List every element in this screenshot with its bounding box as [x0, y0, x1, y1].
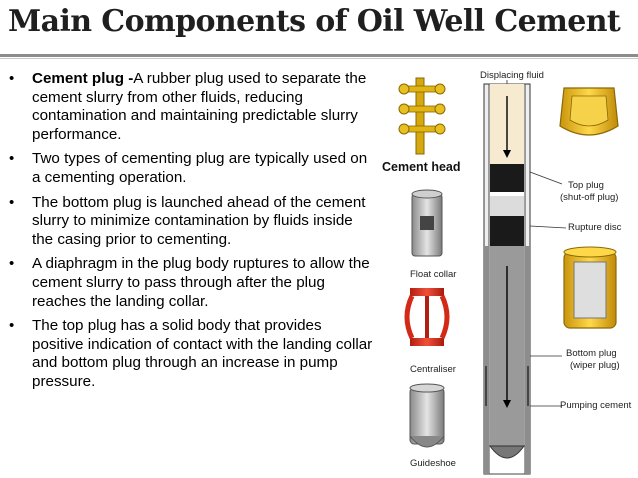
title-divider [0, 54, 638, 57]
bullet-list: • Cement plug -A rubber plug used to sep… [6, 70, 374, 398]
bullet-text: Two types of cementing plug are typicall… [32, 150, 368, 186]
bullet-text: A rubber plug used to separate the cemen… [32, 70, 367, 143]
label-bottom-plug-sub: (wiper plug) [570, 360, 620, 371]
bullet-text: The top plug has a solid body that provi… [32, 317, 373, 390]
bullet-symbol: • [9, 70, 15, 87]
title-divider-thin [0, 58, 638, 59]
label-top-plug: Top plug [568, 180, 604, 191]
bullet-text: A diaphragm in the plug body ruptures to… [32, 255, 370, 310]
cementing-diagram: Displacing fluid Cement head Top plug (s… [376, 66, 638, 478]
wellbore-drawing [483, 83, 531, 475]
bullet-symbol: • [9, 255, 15, 273]
label-rupture-disc: Rupture disc [568, 222, 622, 233]
bullet-text: The bottom plug is launched ahead of the… [32, 193, 366, 248]
bullet-item: • Cement plug -A rubber plug used to sep… [6, 70, 374, 144]
diagram-drawing [398, 77, 619, 475]
bullet-item: • The top plug has a solid body that pro… [6, 317, 374, 391]
label-top-plug-sub: (shut-off plug) [560, 192, 619, 203]
top-plug-icon [559, 87, 619, 136]
bullet-symbol: • [9, 317, 15, 335]
bullet-item: • A diaphragm in the plug body ruptures … [6, 255, 374, 311]
centraliser-icon [404, 288, 450, 346]
float-collar-icon [411, 189, 443, 257]
label-float-collar: Float collar [410, 269, 457, 280]
bullet-symbol: • [9, 150, 15, 168]
label-bottom-plug: Bottom plug [566, 348, 617, 359]
guideshoe-icon [409, 383, 445, 448]
cement-head-icon [398, 77, 446, 155]
page-title: Main Components of Oil Well Cement [8, 4, 621, 39]
bullet-lead: Cement plug - [32, 70, 134, 87]
label-centraliser: Centraliser [410, 364, 456, 375]
bullet-symbol: • [9, 193, 15, 211]
label-cement-head: Cement head [382, 160, 461, 174]
leader-lines [506, 80, 567, 407]
label-displacing-fluid: Displacing fluid [480, 70, 544, 81]
bottom-plug-icon [563, 246, 617, 329]
label-pumping-cement: Pumping cement [560, 400, 632, 411]
label-guideshoe: Guideshoe [410, 458, 456, 469]
bullet-item: • Two types of cementing plug are typica… [6, 150, 374, 187]
bullet-item: • The bottom plug is launched ahead of t… [6, 194, 374, 250]
